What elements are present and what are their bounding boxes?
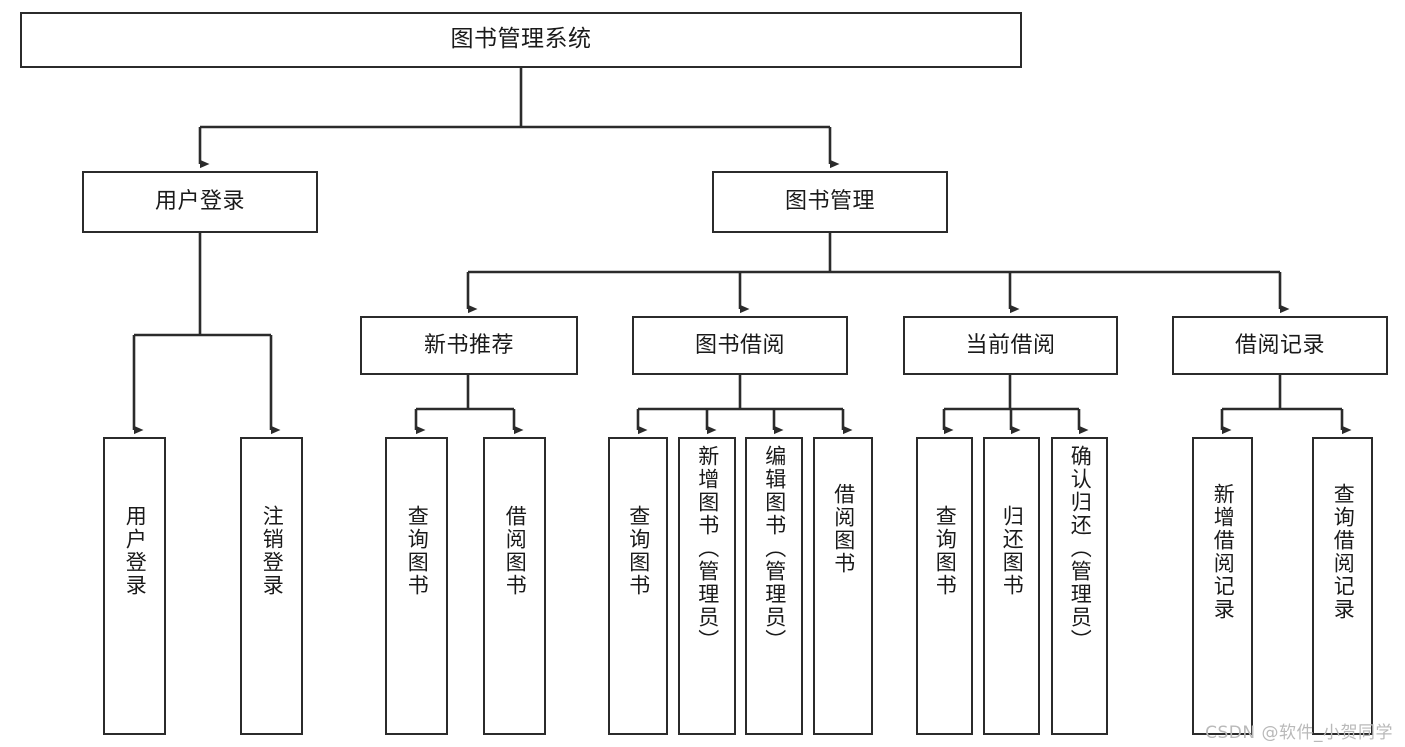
node-new-book-recommend[interactable]: 新书推荐 xyxy=(360,316,578,375)
node-leaf-query-book-borrow-label: 查询图书 xyxy=(626,505,651,597)
node-current-borrow-label: 当前借阅 xyxy=(965,332,1056,358)
node-leaf-borrow-book-label: 借阅图书 xyxy=(831,483,856,575)
node-user-login[interactable]: 用户登录 xyxy=(82,171,318,233)
node-leaf-edit-book-admin[interactable]: 编辑图书（管理员） xyxy=(745,437,803,735)
node-current-borrow[interactable]: 当前借阅 xyxy=(903,316,1118,375)
node-leaf-query-book-current[interactable]: 查询图书 xyxy=(916,437,973,735)
node-leaf-query-borrow-record[interactable]: 查询借阅记录 xyxy=(1312,437,1373,735)
node-borrow-record[interactable]: 借阅记录 xyxy=(1172,316,1388,375)
node-book-borrow[interactable]: 图书借阅 xyxy=(632,316,848,375)
node-leaf-return-book-label: 归还图书 xyxy=(1000,505,1025,597)
node-leaf-add-book-admin[interactable]: 新增图书（管理员） xyxy=(678,437,736,735)
csdn-watermark: CSDN @软件_小贺同学 xyxy=(1205,723,1393,743)
node-leaf-query-book-rec[interactable]: 查询图书 xyxy=(385,437,448,735)
node-book-manage-label: 图书管理 xyxy=(784,189,875,215)
node-leaf-return-book[interactable]: 归还图书 xyxy=(983,437,1040,735)
node-user-login-label: 用户登录 xyxy=(154,189,245,215)
node-leaf-confirm-return-admin[interactable]: 确认归还（管理员） xyxy=(1051,437,1108,735)
node-leaf-query-book-rec-label: 查询图书 xyxy=(405,505,430,597)
node-book-borrow-label: 图书借阅 xyxy=(694,332,785,358)
node-leaf-confirm-return-admin-label: 确认归还（管理员） xyxy=(1068,445,1093,652)
node-leaf-query-book-borrow[interactable]: 查询图书 xyxy=(608,437,668,735)
node-leaf-borrow-book[interactable]: 借阅图书 xyxy=(813,437,873,735)
node-root-label: 图书管理系统 xyxy=(450,26,592,53)
node-leaf-user-login[interactable]: 用户登录 xyxy=(103,437,166,735)
node-leaf-query-borrow-record-label: 查询借阅记录 xyxy=(1331,483,1356,621)
node-new-book-recommend-label: 新书推荐 xyxy=(423,332,514,358)
node-leaf-user-login-label: 用户登录 xyxy=(123,505,148,597)
node-book-manage[interactable]: 图书管理 xyxy=(712,171,948,233)
node-leaf-add-borrow-record-label: 新增借阅记录 xyxy=(1211,483,1236,621)
node-leaf-query-book-current-label: 查询图书 xyxy=(933,505,958,597)
node-leaf-add-borrow-record[interactable]: 新增借阅记录 xyxy=(1192,437,1253,735)
node-borrow-record-label: 借阅记录 xyxy=(1234,332,1325,358)
node-leaf-edit-book-admin-label: 编辑图书（管理员） xyxy=(762,445,787,652)
node-leaf-user-logout[interactable]: 注销登录 xyxy=(240,437,303,735)
node-leaf-borrow-book-rec-label: 借阅图书 xyxy=(503,505,528,597)
node-root[interactable]: 图书管理系统 xyxy=(20,12,1022,68)
node-leaf-add-book-admin-label: 新增图书（管理员） xyxy=(695,445,720,652)
node-leaf-user-logout-label: 注销登录 xyxy=(260,505,285,597)
node-leaf-borrow-book-rec[interactable]: 借阅图书 xyxy=(483,437,546,735)
